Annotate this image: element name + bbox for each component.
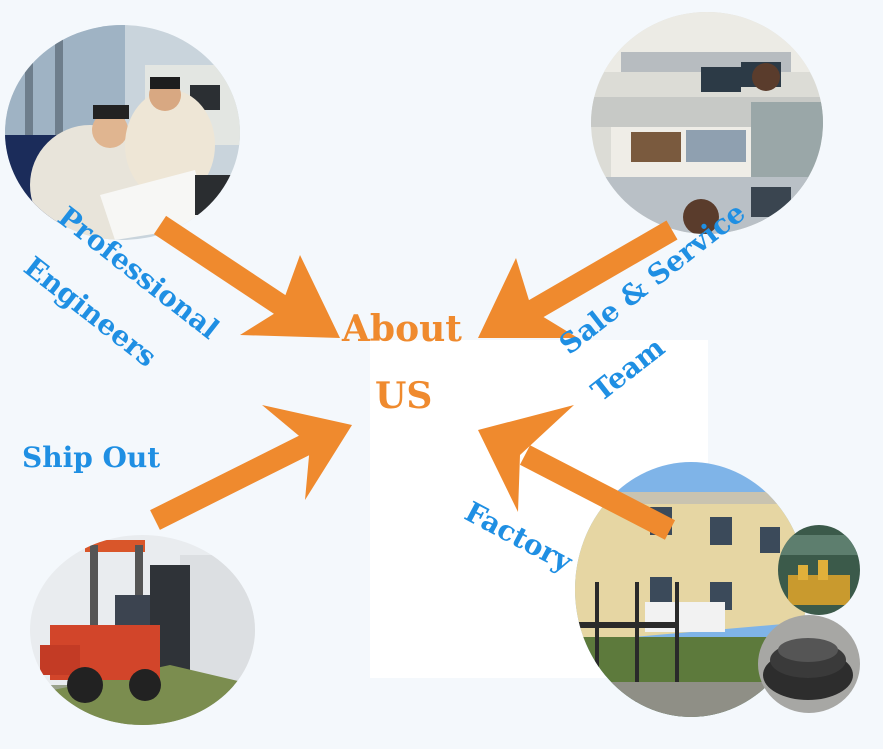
title-us: US: [375, 375, 433, 417]
arrow-sales: [478, 220, 678, 338]
title-about: About: [342, 308, 462, 350]
sales-team-photo: [591, 12, 823, 234]
arrow-engineers: [153, 215, 340, 338]
label-ship-out: Ship Out: [22, 441, 161, 474]
factory-inset-photo-top: [778, 525, 860, 615]
arrow-shipping: [150, 405, 352, 530]
engineers-photo: [5, 25, 240, 240]
factory-inset-photo-bottom: [758, 615, 860, 713]
arrow-factory: [478, 405, 676, 540]
